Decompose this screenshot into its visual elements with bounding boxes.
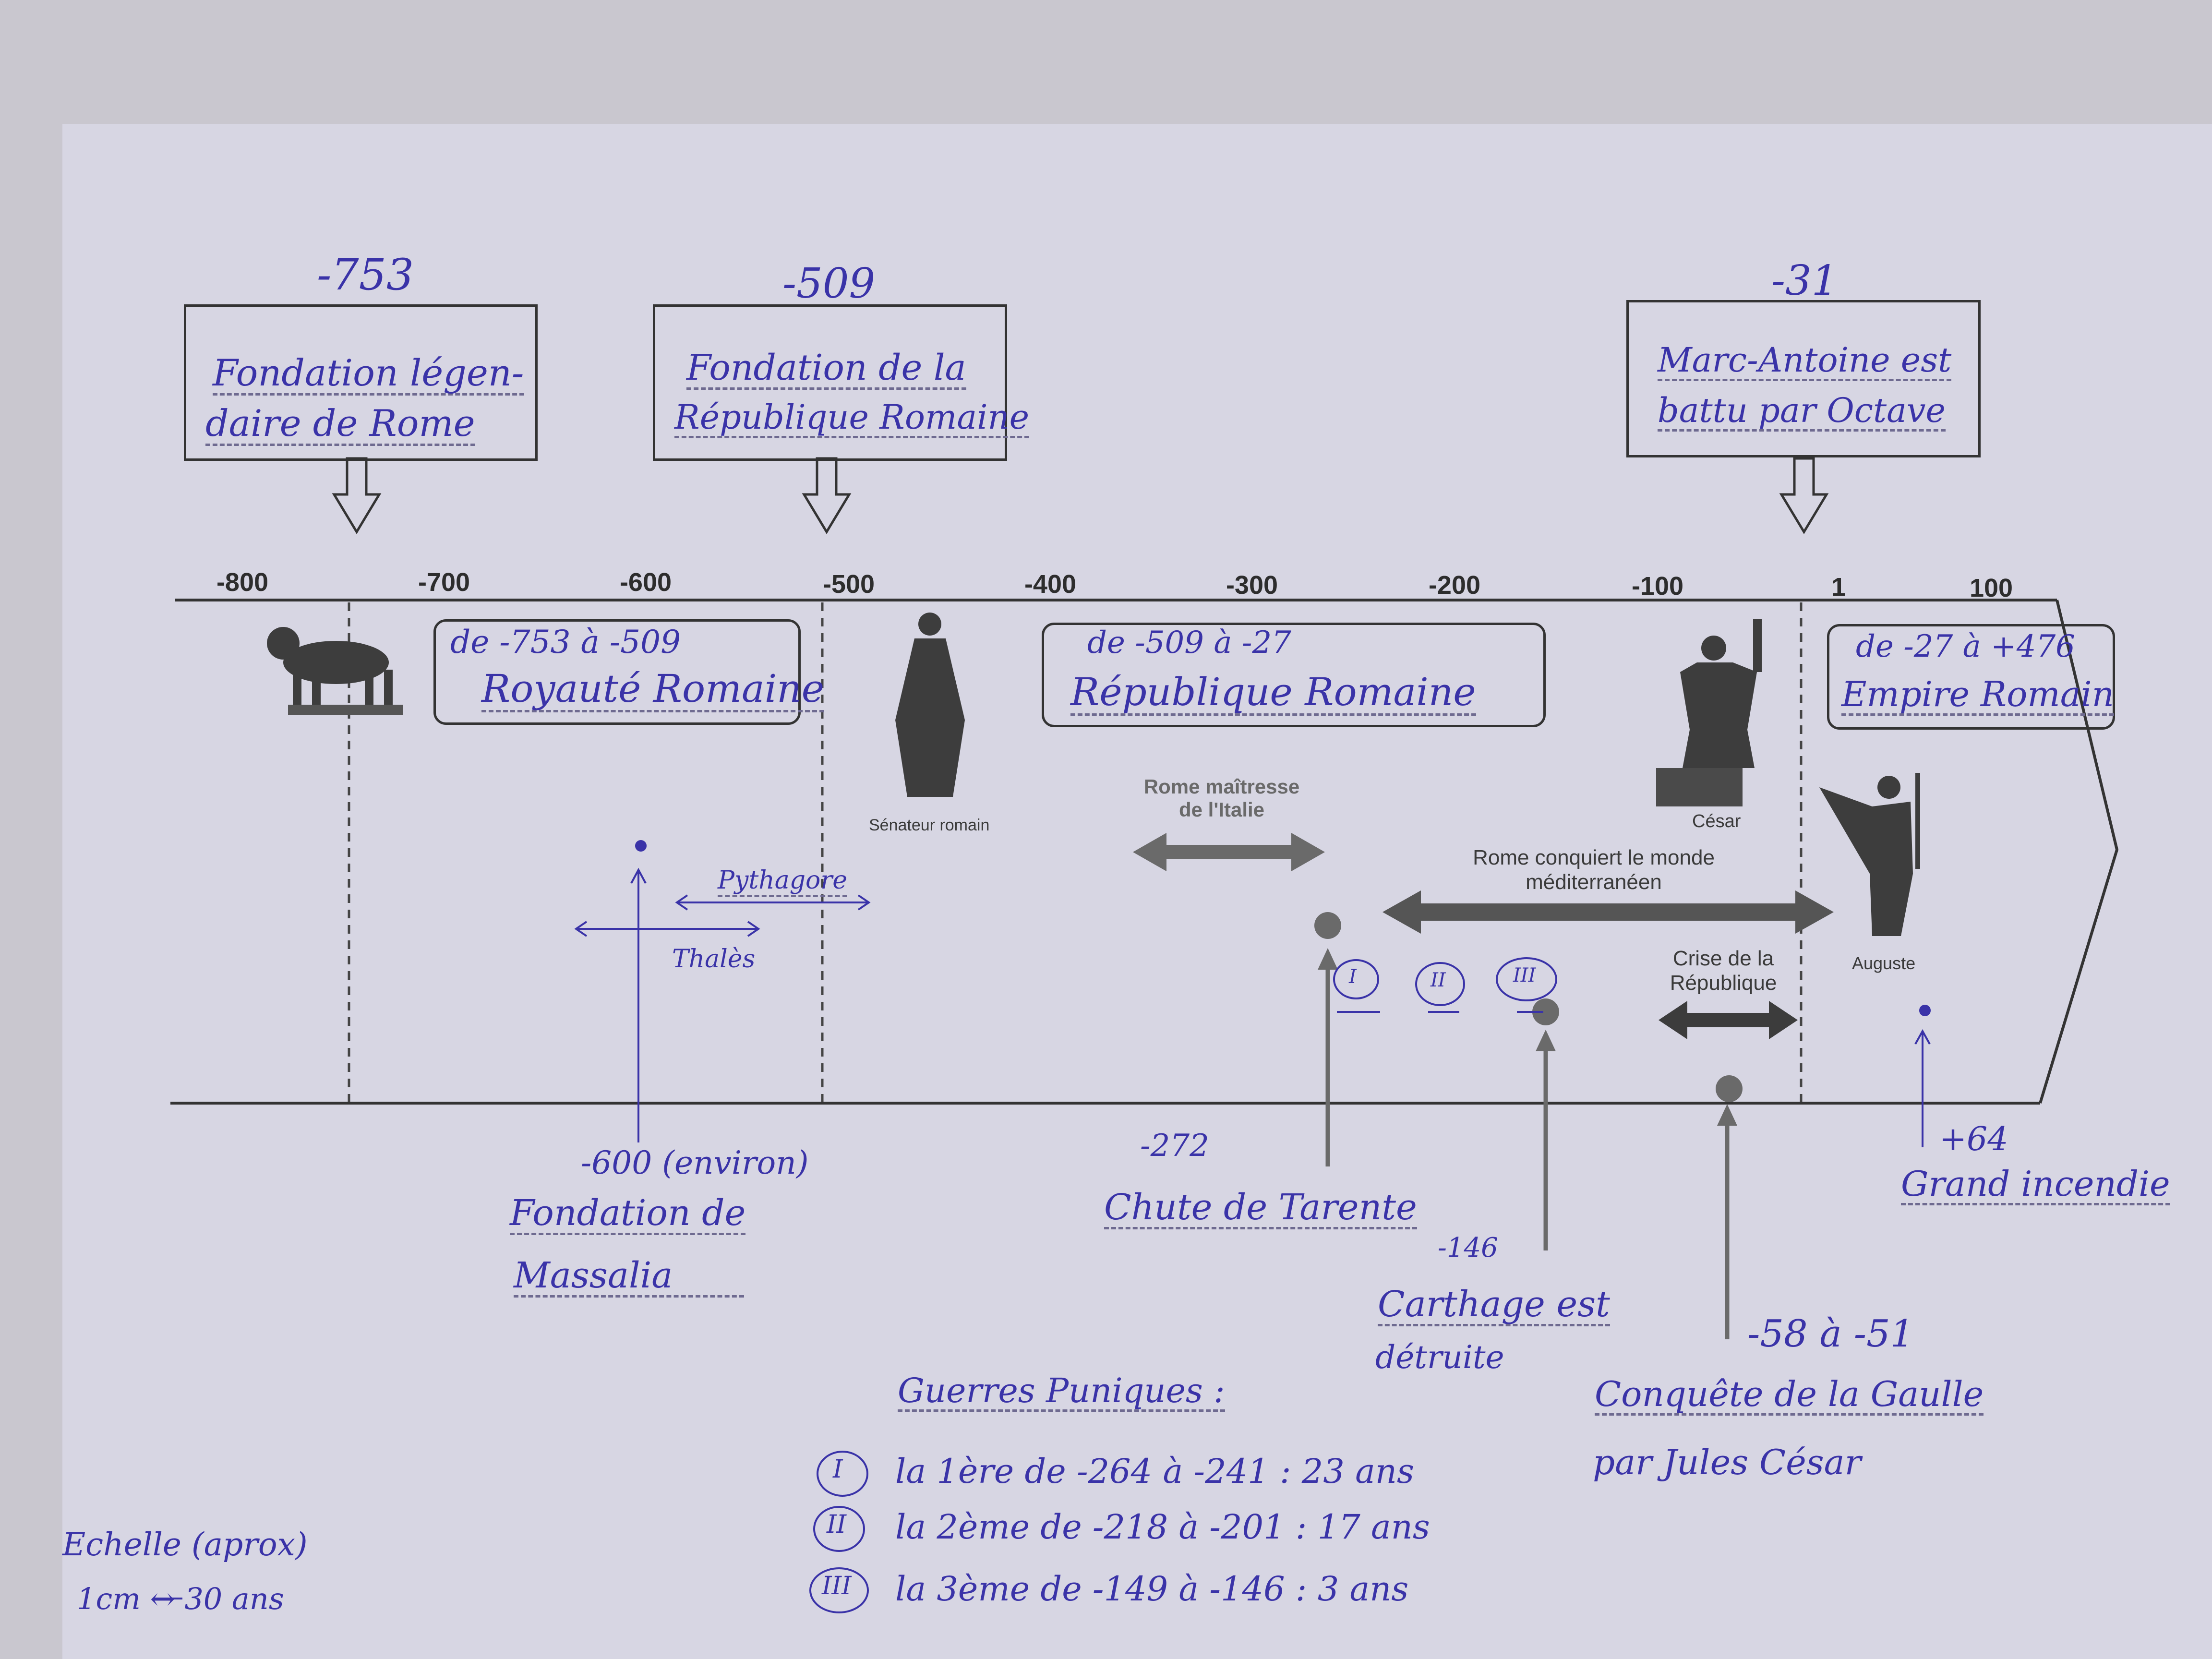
arrow-down-509 [802, 457, 852, 534]
punic-circle-2 [1415, 962, 1465, 1006]
punic-row-3-text: la 3ème de -149 à -146 : 3 ans [895, 1569, 1409, 1609]
punic-row-2-text: la 2ème de -218 à -201 : 17 ans [895, 1507, 1430, 1547]
period-name-royaute: Royauté Romaine [481, 670, 825, 712]
timeline-arrow-head [2039, 600, 2119, 1104]
scale-line1: Echelle (aprox) [62, 1526, 308, 1563]
caption-senateur: Sénateur romain [869, 816, 990, 834]
dot-tarente [1314, 912, 1341, 939]
arrowhead-massalia [630, 867, 647, 884]
punic-circle-3 [1496, 957, 1557, 1001]
arrowhead-gaule [1717, 1104, 1737, 1126]
dot-massalia [635, 840, 647, 852]
label-crise: Crise de la République [1670, 947, 1777, 995]
period-box-royaute: de -753 à -509 Royauté Romaine [433, 619, 825, 725]
event-year-31: -31 [1771, 257, 1838, 305]
event-label-509-line2: République Romaine [674, 400, 1030, 438]
arrow-down-31 [1779, 457, 1829, 534]
tick-1: 1 [1831, 573, 1846, 601]
period-range-empire: de -27 à +476 [1856, 629, 2075, 664]
tick-minus-300: -300 [1226, 571, 1278, 600]
tick-minus-600: -600 [619, 568, 672, 597]
punic-row-1-text: la 1ère de -264 à -241 : 23 ans [895, 1452, 1414, 1491]
punic-row-3-marker: III [822, 1572, 852, 1600]
she-wolf-image [267, 627, 403, 715]
punic-wars-title: Guerres Puniques : [898, 1374, 1225, 1412]
label-thales: Thalès [672, 945, 756, 974]
augustus-image [1819, 773, 1920, 936]
scale-line2: 1cm ↔ 30 ans [77, 1581, 284, 1616]
caption-auguste: Auguste [1852, 953, 1916, 973]
punic-marker-3: III [1513, 964, 1536, 986]
arrowhead-tarente [1318, 948, 1338, 970]
legend-circle-1 [817, 1451, 868, 1497]
punic-row-2-marker: II [827, 1510, 847, 1539]
event-year-753: -753 [317, 250, 414, 300]
label-pythagore: Pythagore [718, 868, 847, 897]
period-range-republique: de -509 à -27 [1087, 625, 1291, 661]
event-label-31-line2: battu par Octave [1658, 394, 1946, 432]
label-rome-monde: Rome conquiert le monde méditerranéen [1473, 846, 1715, 894]
tick-100: 100 [1969, 574, 2013, 602]
tick-minus-400: -400 [1024, 570, 1077, 599]
label-massalia-line2: Massalia [514, 1258, 744, 1298]
event-year-509: -509 [782, 260, 876, 308]
event-label-753-line2: daire de Rome [205, 405, 475, 446]
label-massalia-line1: Fondation de [510, 1195, 746, 1235]
punic-marker-1: I [1349, 966, 1357, 988]
event-label-753-line1: Fondation légen- [213, 355, 524, 396]
tick-minus-700: -700 [418, 568, 470, 597]
event-box-31: Marc-Antoine est battu par Octave [1626, 300, 1981, 457]
date-carthage: -146 [1438, 1232, 1498, 1263]
label-carthage-line2: détruite [1375, 1339, 1504, 1376]
date-incendie: +64 [1939, 1120, 2008, 1158]
period-box-republique: de -509 à -27 République Romaine [1042, 623, 1546, 727]
arrow-monde [1382, 890, 1834, 934]
tick-minus-100: -100 [1631, 572, 1684, 601]
label-incendie: Grand incendie [1901, 1166, 2170, 1205]
event-box-753: Fondation légen- daire de Rome [184, 304, 538, 461]
period-box-empire: de -27 à +476 Empire Romain [1827, 624, 2115, 730]
arrowhead-carthage [1536, 1030, 1556, 1051]
label-gaule-line2: par Jules César [1593, 1442, 1862, 1482]
label-tarente: Chute de Tarente [1104, 1190, 1417, 1229]
period-name-republique: République Romaine [1070, 673, 1476, 716]
date-tarente: -272 [1140, 1128, 1209, 1164]
event-box-509: Fondation de la République Romaine [653, 304, 1030, 461]
punic-circle-1 [1333, 959, 1379, 999]
period-range-royaute: de -753 à -509 [450, 624, 681, 661]
arrow-crise [1659, 1001, 1798, 1039]
arrow-down-753 [332, 457, 382, 534]
date-massalia: -600 (environ) [581, 1144, 809, 1181]
label-rome-italie: Rome maîtresse de l'Italie [1143, 775, 1300, 821]
punic-marker-2: II [1431, 969, 1446, 991]
arrow-italie [1133, 833, 1325, 871]
senator-image [895, 613, 965, 797]
date-gaule: -58 à -51 [1747, 1312, 1914, 1356]
label-carthage-line1: Carthage est [1378, 1286, 1610, 1326]
tick-minus-500: -500 [822, 570, 875, 599]
dot-gaule [1716, 1075, 1743, 1102]
event-label-509-line1: Fondation de la [686, 350, 966, 390]
dot-incendie [1919, 1005, 1931, 1016]
caesar-image [1656, 619, 1762, 806]
legend-circle-2 [813, 1506, 865, 1552]
legend-circle-3 [809, 1567, 869, 1613]
tick-minus-200: -200 [1428, 571, 1481, 600]
label-gaule-line1: Conquête de la Gaulle [1595, 1377, 1984, 1416]
event-label-31-line1: Marc-Antoine est [1658, 343, 1952, 381]
tick-minus-800: -800 [216, 568, 269, 597]
dot-carthage [1532, 998, 1559, 1025]
caption-cesar: César [1692, 811, 1741, 831]
period-name-empire: Empire Romain [1841, 677, 2115, 716]
punic-row-1-marker: I [833, 1455, 843, 1484]
